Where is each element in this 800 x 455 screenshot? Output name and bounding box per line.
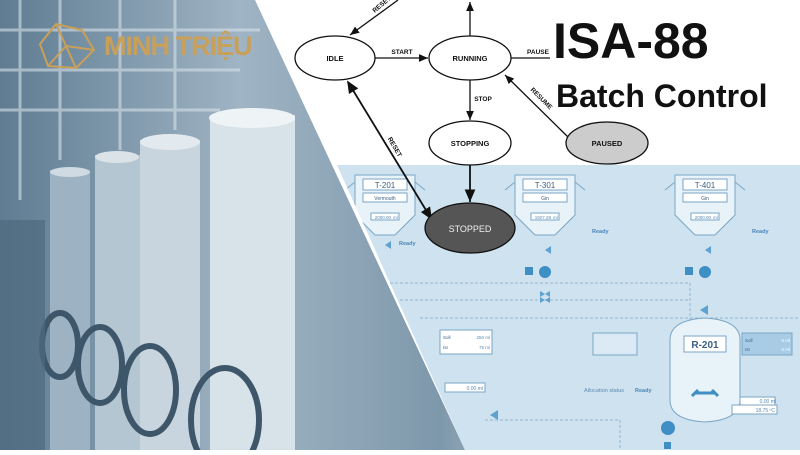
tank-product: Gin	[541, 196, 549, 202]
reactor-set-value: 0 ml	[781, 338, 790, 343]
brand-logo-icon	[38, 22, 96, 70]
transition-start: START	[391, 49, 412, 56]
reactor-act-label: Ist	[745, 347, 751, 352]
tank-unit: ml	[713, 215, 718, 220]
dosing-act-label: Ist	[443, 345, 449, 350]
state-idle-label: IDLE	[326, 54, 343, 63]
left-volume: 0.00 ml	[467, 386, 483, 392]
state-stopping	[428, 120, 512, 166]
allocation-label: Allocation status	[584, 388, 624, 394]
state-idle	[294, 35, 376, 81]
tank-unit: ml	[553, 215, 558, 220]
tank-volume: 1927.28	[535, 215, 552, 220]
title-isa88: ISA-88	[553, 13, 709, 69]
state-running	[428, 35, 512, 81]
title-batch-control: Batch Control	[556, 78, 768, 114]
reactor-act-value: 0 ml	[781, 347, 790, 352]
tank-volume: 2000.00	[695, 215, 712, 220]
allocation-value: Ready	[635, 388, 652, 394]
resume-arrow	[504, 74, 569, 138]
tank-id: T-401	[695, 181, 716, 190]
tank-status: Ready	[399, 241, 416, 247]
tank-product: Gin	[701, 196, 709, 202]
reset-top-arrow	[349, 0, 399, 36]
dosing-act-value: 75 ml	[479, 345, 490, 350]
tank-status: Ready	[592, 229, 609, 235]
state-paused-label: PAUSED	[592, 139, 623, 148]
transition-resume: RESUME	[529, 87, 554, 112]
reactor-temp: 18.75 ºC	[756, 408, 776, 414]
reactor-id: R-201	[691, 340, 719, 351]
tank-status: Ready	[752, 229, 769, 235]
state-running-label: RUNNING	[453, 54, 488, 63]
reactor-set-label: Soll	[745, 338, 753, 343]
reactor-volume: 0.00 ml	[760, 399, 776, 405]
dosing-set-label: Soll	[443, 335, 451, 340]
state-stopped-label: STOPPED	[449, 224, 492, 234]
state-stopped	[424, 202, 516, 254]
reset-arrow	[347, 80, 433, 221]
transition-pause: PAUSE	[527, 49, 550, 56]
brand-logo: MINH TRIỆU	[36, 20, 252, 72]
brand-name: MINH TRIỆU	[104, 30, 252, 61]
dosing-set-value: 250 ml	[476, 335, 490, 340]
transition-stop: STOP	[474, 96, 492, 103]
tank-id: T-301	[535, 181, 556, 190]
state-stopping-label: STOPPING	[451, 139, 490, 148]
state-paused	[565, 121, 649, 165]
